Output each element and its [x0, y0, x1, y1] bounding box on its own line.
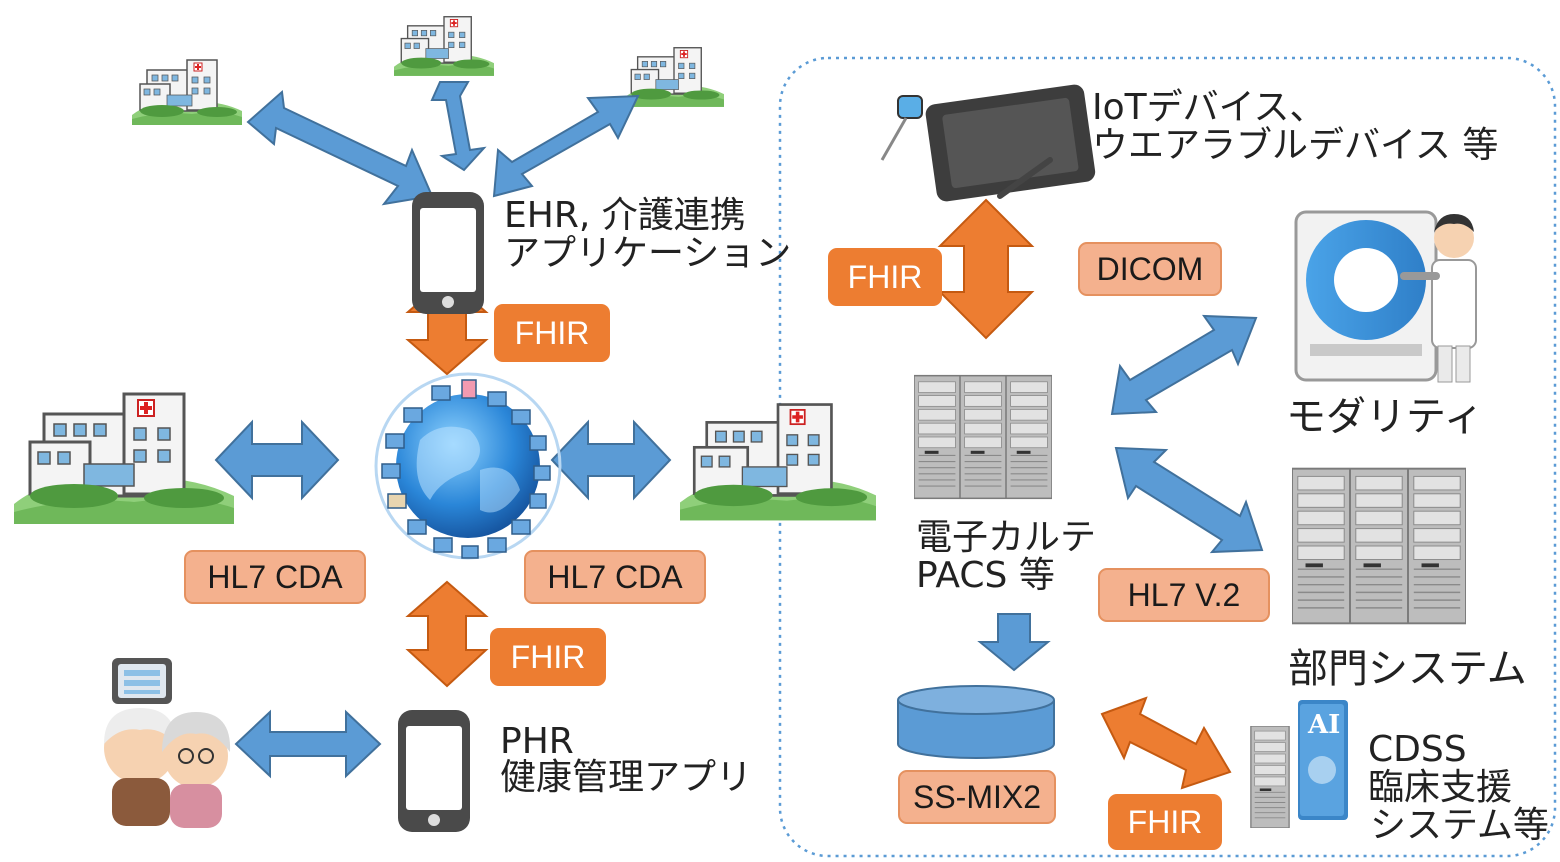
badge-fhir-iot: FHIR — [828, 248, 942, 306]
modality-icon — [1294, 210, 1477, 383]
cdss-label-line1: CDSS — [1368, 729, 1467, 770]
department-server-icon — [1292, 467, 1466, 625]
orange-arrows — [405, 198, 1232, 790]
arrow-ehr-hospital-top — [430, 81, 487, 172]
iot-devices-icon — [880, 84, 1096, 202]
badge-fhir-cdss: FHIR — [1108, 794, 1222, 850]
department-label: 部門システム — [1288, 646, 1527, 692]
phr-label-line2: 健康管理アプリ — [500, 757, 753, 798]
badge-ssmix2: SS-MIX2 — [898, 770, 1056, 824]
badge-hl7v2: HL7 V.2 — [1098, 568, 1270, 622]
network-globe — [374, 372, 562, 560]
hospital-small-top-icon — [394, 15, 494, 77]
arrow-iot-emr — [937, 198, 1035, 340]
badge-hl7cda-left: HL7 CDA — [184, 550, 366, 604]
badge-fhir-top: FHIR — [494, 304, 610, 362]
emr-label-line1: 電子カルテ — [916, 517, 1097, 558]
iot-label-line1: IoTデバイス、 — [1092, 87, 1326, 128]
hospital-small-left-icon — [132, 58, 242, 127]
iot-label-line2: ウエアラブルデバイス 等 — [1092, 125, 1499, 166]
blue-arrows — [214, 81, 1264, 779]
badge-hl7cda-right: HL7 CDA — [524, 550, 706, 604]
emr-server-icon — [914, 374, 1052, 500]
elderly-couple-icon — [104, 658, 231, 828]
cdss-label-line2: 臨床支援 — [1368, 767, 1513, 808]
arrow-globe-phr — [405, 580, 489, 688]
ehr-label-line1: EHR, 介護連携 — [504, 195, 746, 236]
hospital-large-right-icon — [680, 405, 876, 521]
modality-label: モダリティ — [1286, 394, 1484, 440]
hospital-internal-frame — [778, 56, 1557, 858]
badge-fhir-bottom: FHIR — [490, 628, 606, 686]
ehr-label-line2: アプリケーション — [504, 233, 792, 274]
emr-label-line2: PACS 等 — [916, 555, 1055, 596]
cdss-icon — [1250, 700, 1348, 828]
ai-book-label: AI — [1308, 710, 1341, 740]
arrow-emr-modality — [1110, 314, 1258, 416]
hospital-large-left-icon — [14, 394, 234, 524]
arrow-elderly-phr — [234, 709, 382, 779]
arrow-globe-hospital-right — [550, 419, 672, 501]
phr-label-line1: PHR — [500, 721, 574, 762]
hospital-small-right-icon — [624, 46, 724, 108]
arrow-ehr-hospital-right — [492, 94, 640, 198]
arrow-hospital-left-globe — [214, 419, 340, 501]
cdss-label-line3: システム等 — [1370, 805, 1549, 846]
arrow-db-cdss — [1100, 696, 1232, 790]
database-cylinder-icon — [897, 685, 1055, 759]
ehr-phone-icon — [412, 192, 484, 314]
arrow-emr-db — [977, 613, 1051, 672]
arrow-emr-department — [1114, 446, 1264, 554]
badge-dicom: DICOM — [1078, 242, 1222, 296]
phr-phone-icon — [398, 710, 470, 832]
arrow-ehr-hospital-left — [246, 89, 434, 206]
